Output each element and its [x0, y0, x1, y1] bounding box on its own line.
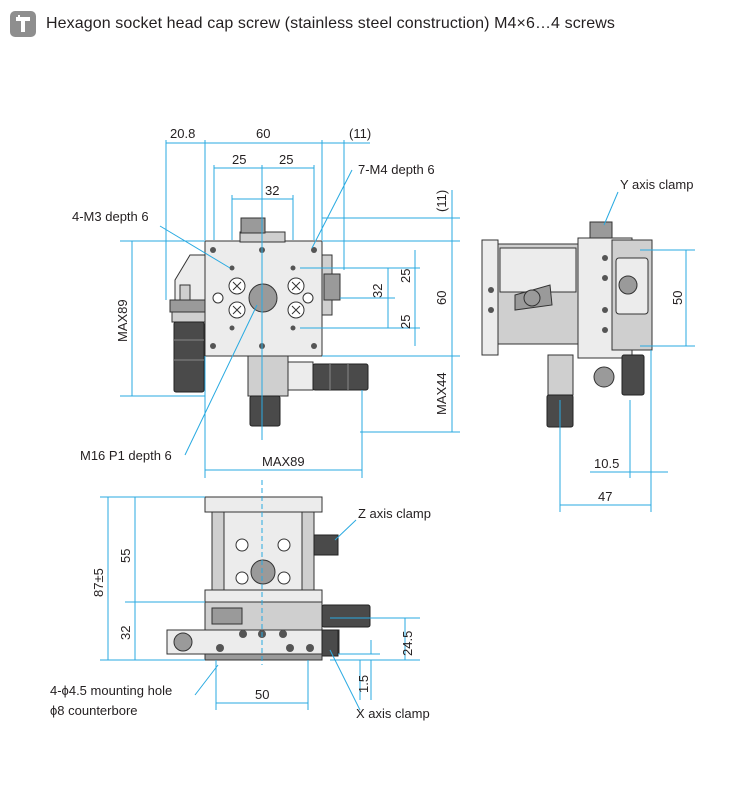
dim-20-8: 20.8: [170, 126, 195, 141]
top-view: [169, 217, 369, 427]
dim-max89-bottom: MAX89: [262, 454, 305, 469]
note-counterbore: ϕ8 counterbore: [50, 703, 138, 718]
dim-32-right: 32: [370, 284, 385, 298]
dim-60-right: 60: [434, 291, 449, 305]
note-y-clamp: Y axis clamp: [620, 177, 693, 192]
screw-info-icon: [10, 11, 36, 37]
note-m16: M16 P1 depth 6: [80, 448, 172, 463]
dim-50-front: 50: [255, 687, 269, 702]
labels: 20.8 60 (11) 25 25 32 7-M4 depth 6 4-M3 …: [50, 126, 693, 721]
note-z-clamp: Z axis clamp: [358, 506, 431, 521]
side-view: [481, 221, 653, 428]
dim-10-5: 10.5: [594, 456, 619, 471]
note-m4: 7-M4 depth 6: [358, 162, 435, 177]
dim-25-lower: 25: [398, 315, 413, 329]
dim-32-top: 32: [265, 183, 279, 198]
dim-55: 55: [118, 549, 133, 563]
dim-24-5: 24.5: [400, 631, 415, 656]
header: Hexagon socket head cap screw (stainless…: [10, 10, 615, 38]
dim-50-side: 50: [670, 291, 685, 305]
front-view-dimensions: [100, 480, 420, 711]
dim-25-upper: 25: [398, 269, 413, 283]
note-m3: 4-M3 depth 6: [72, 209, 149, 224]
dim-25-right: 25: [279, 152, 293, 167]
dim-47: 47: [598, 489, 612, 504]
dim-1-5: 1.5: [356, 675, 371, 693]
top-view-dimensions: [120, 140, 460, 478]
dim-max89-left: MAX89: [115, 299, 130, 342]
front-view: [166, 496, 371, 661]
dim-32-front: 32: [118, 626, 133, 640]
dim-25-left: 25: [232, 152, 246, 167]
page-title: Hexagon socket head cap screw (stainless…: [46, 15, 615, 32]
dim-87: 87±5: [91, 568, 106, 597]
dim-11-right: (11): [434, 190, 449, 212]
side-view-dimensions: [559, 191, 695, 512]
dim-max44: MAX44: [434, 372, 449, 415]
note-x-clamp: X axis clamp: [356, 706, 430, 721]
note-mounting-hole: 4-ϕ4.5 mounting hole: [50, 683, 172, 698]
dim-60-top: 60: [256, 126, 270, 141]
dim-11-top: (11): [349, 126, 371, 141]
